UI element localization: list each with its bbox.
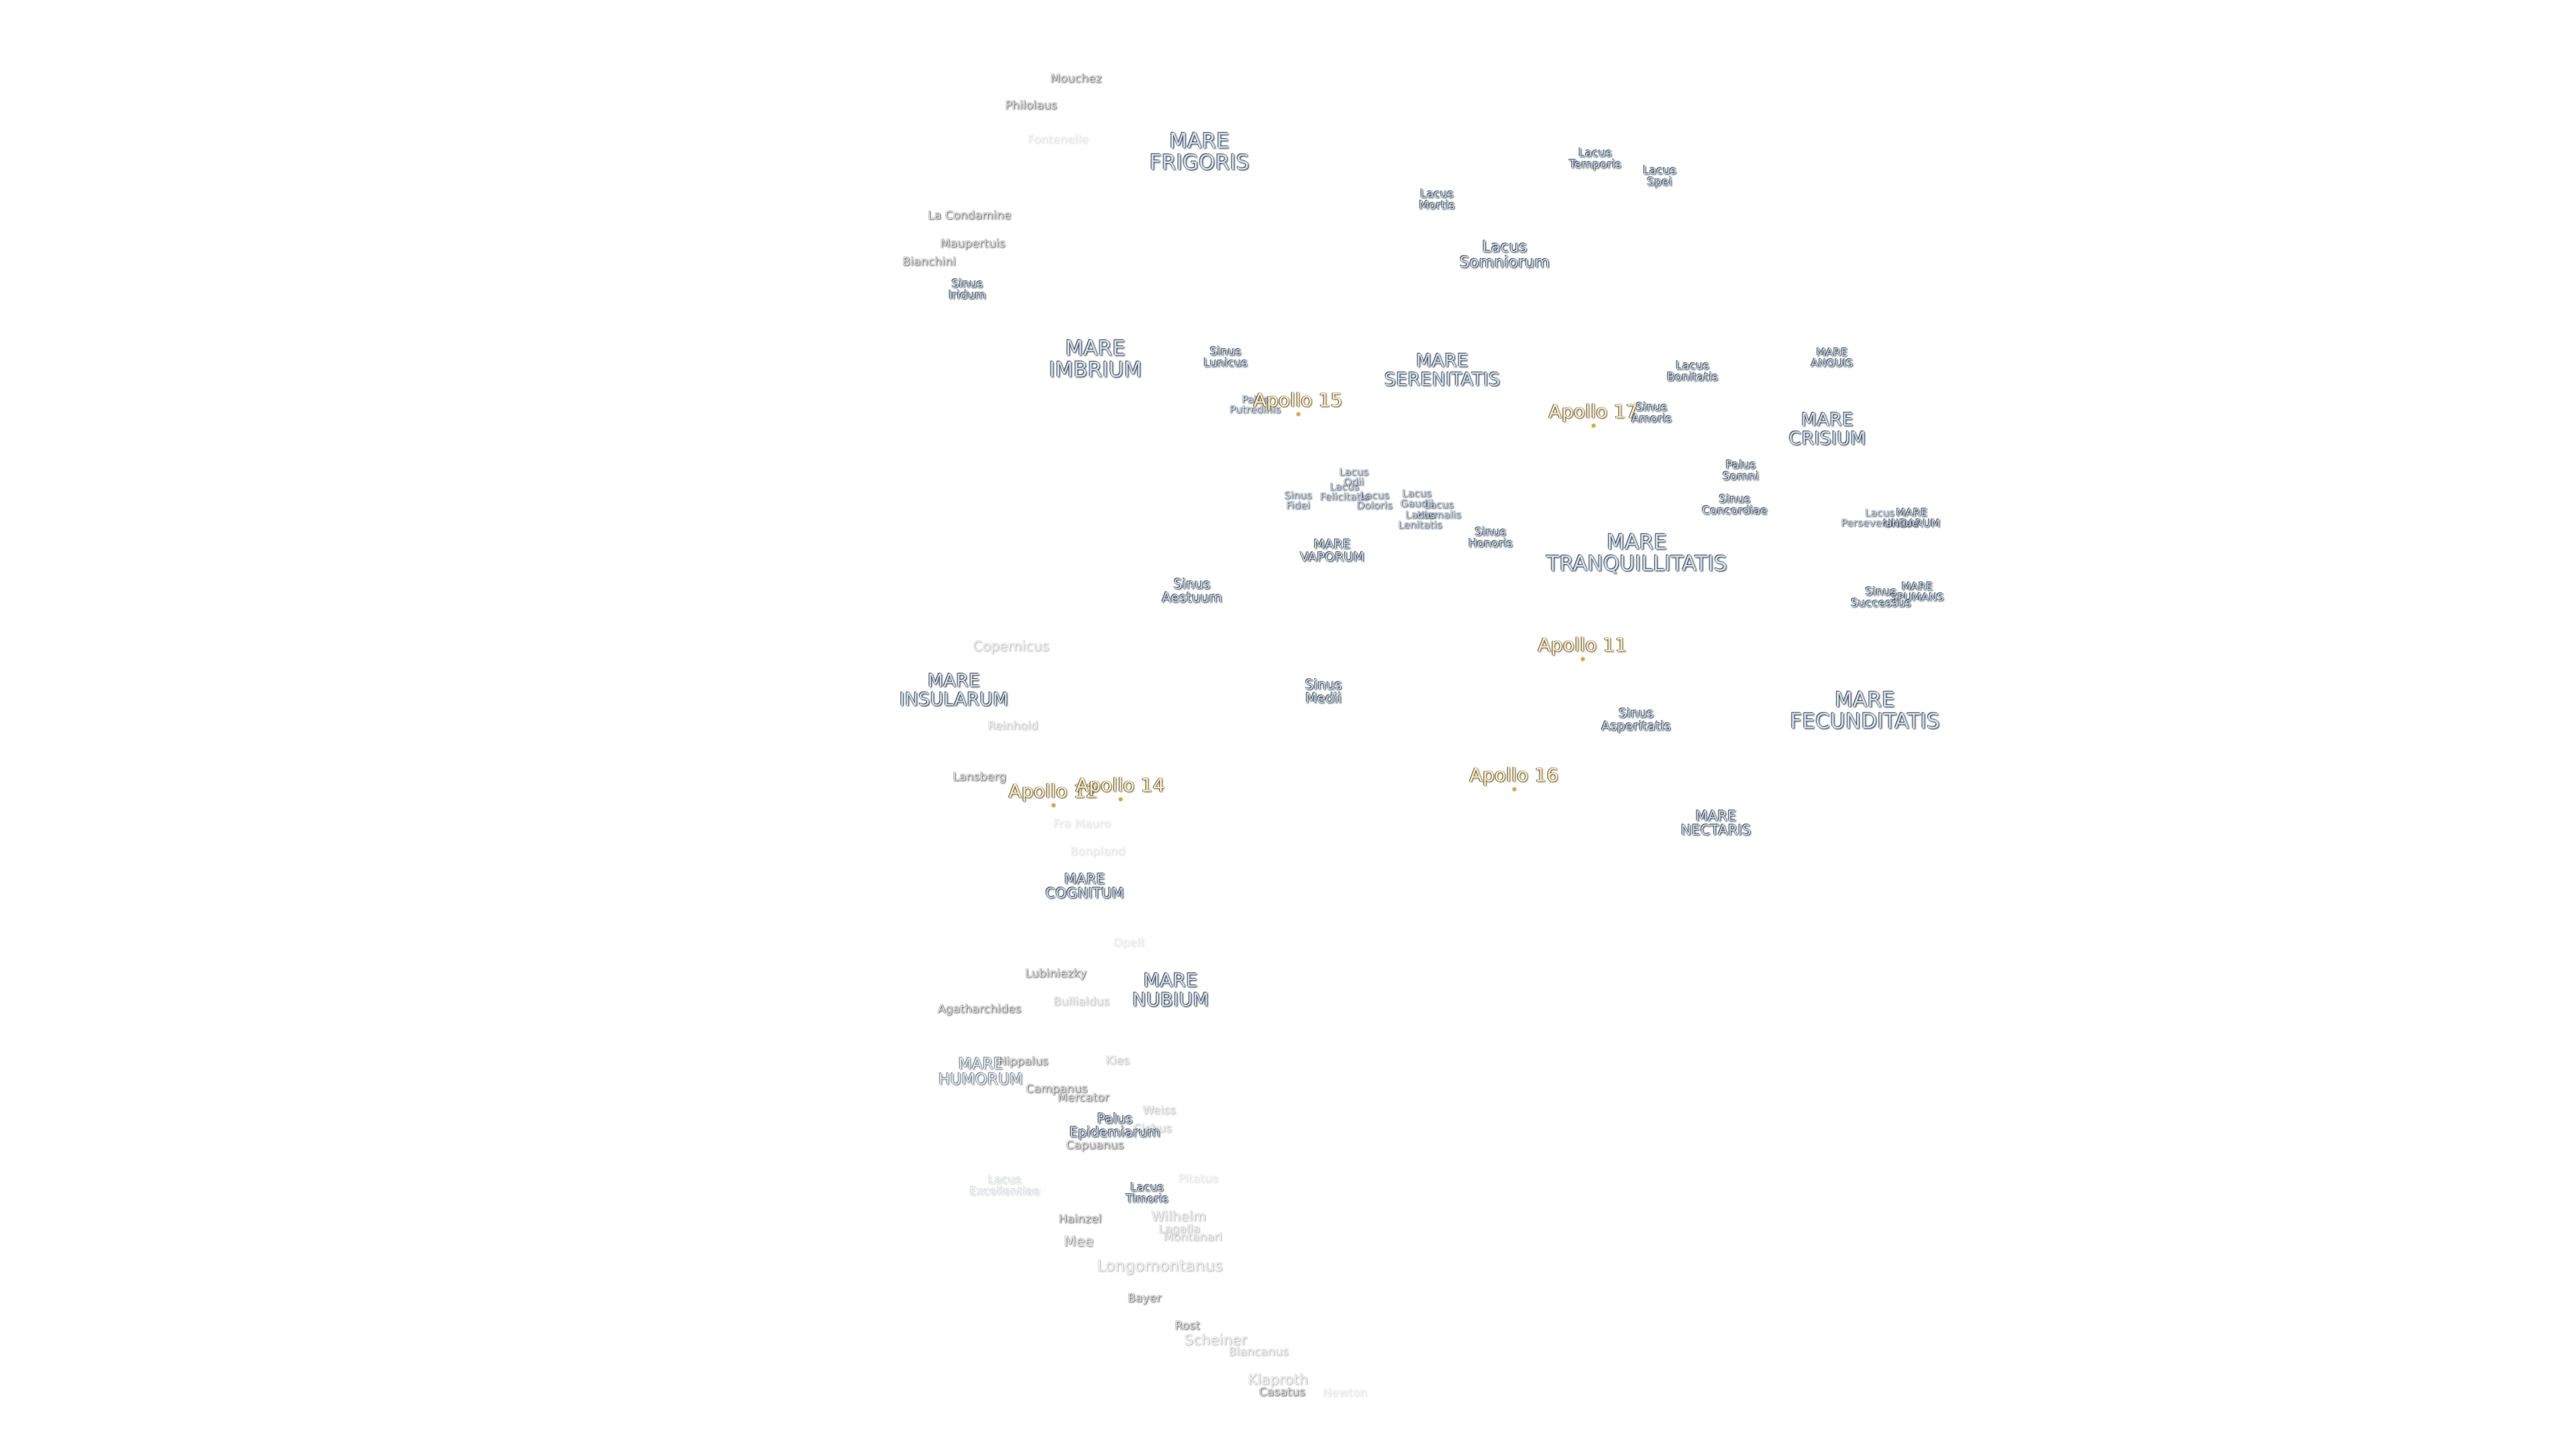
- sinus-iridum-label: Sinus Iridum: [948, 277, 987, 303]
- mare-nubium-label: MARE NUBIUM: [1132, 969, 1210, 1010]
- crater-wilhelm-label: Wilhelm: [1151, 1208, 1206, 1224]
- mare-insularum-label: MARE INSULARUM: [899, 670, 1009, 710]
- apollo-16-marker: [1513, 788, 1516, 791]
- mare-cognitum-label: MARE COGNITUM: [1045, 871, 1124, 902]
- crater-lagalla-label: Lagalla: [1158, 1222, 1201, 1236]
- apollo-14-label: Apollo 14: [1075, 773, 1165, 796]
- lacus-odii-label: Lacus Odii: [1338, 466, 1369, 488]
- crater-la-condamine-label: La Condamine: [927, 209, 1012, 223]
- crater-bianchini-label: Bianchini: [902, 255, 956, 269]
- crater-mee-label: Mee: [1063, 1233, 1094, 1250]
- lacus-gaudii-label: Lacus Gaudii: [1400, 487, 1434, 510]
- crater-longomontanus-label: Longomontanus: [1097, 1257, 1223, 1275]
- crater-agatharchides-label: Agatharchides: [937, 1002, 1022, 1016]
- apollo-16-label: Apollo 16: [1469, 763, 1559, 786]
- crater-bayer-label: Bayer: [1127, 1291, 1162, 1305]
- apollo-15-label: Apollo 15: [1253, 388, 1343, 411]
- crater-reinhold-label: Reinhold: [987, 719, 1038, 733]
- crater-campanus-label: Campanus: [1025, 1082, 1088, 1096]
- crater-pitatus-label: Pitatus: [1178, 1172, 1218, 1186]
- sinus-asperitatis-label: Sinus Asperitatis: [1601, 706, 1671, 734]
- crater-hainzel-label: Hainzel: [1058, 1212, 1102, 1226]
- crater-weiss-label: Weiss: [1142, 1104, 1176, 1118]
- sinus-aestuum-label: Sinus Aestuum: [1161, 576, 1223, 606]
- mare-humorum-label: MARE HUMORUM: [938, 1055, 1024, 1089]
- mare-frigoris-label: MARE FRIGORIS: [1149, 129, 1250, 174]
- crater-lubiniezky-label: Lubiniezky: [1025, 967, 1087, 981]
- lacus-perseverantiae-label: Lacus Perseverantiae: [1841, 506, 1919, 529]
- crater-montanari-label: Montanari: [1163, 1230, 1222, 1244]
- sinus-medii-label: Sinus Medii: [1305, 676, 1342, 706]
- mare-serenitatis-label: MARE SERENITATIS: [1384, 350, 1501, 390]
- palus-putredinis-label: Palus Putredinis: [1229, 393, 1281, 416]
- crater-mercator-label: Mercator: [1057, 1091, 1110, 1105]
- crater-newton-label: Newton: [1322, 1386, 1368, 1400]
- sinus-honoris-label: Sinus Honoris: [1468, 525, 1513, 551]
- lacus-timoris-label: Lacus Timoris: [1126, 1181, 1169, 1206]
- sinus-amoris-label: Sinus Amoris: [1631, 400, 1672, 426]
- mare-crisium-label: MARE CRISIUM: [1788, 409, 1866, 449]
- crater-philolaus-label: Philolaus: [1005, 99, 1057, 113]
- crater-casatus-label: Casatus: [1258, 1385, 1305, 1399]
- palus-somni-label: Palus Somni: [1722, 458, 1760, 484]
- crater-copernicus-label: Copernicus: [973, 637, 1049, 654]
- lacus-felicitatis-label: Lacus Felicitatis: [1320, 480, 1369, 503]
- crater-klaproth-label: Klaproth: [1248, 1371, 1308, 1388]
- palus-epidemiarum-label: Palus Epidemiarum: [1069, 1110, 1161, 1140]
- apollo-12-label: Apollo 12: [1008, 780, 1098, 802]
- mare-undarum-label: MARE UNDARUM: [1883, 506, 1941, 530]
- sinus-successus-label: Sinus Successus: [1851, 585, 1911, 610]
- lacus-lenitatis-label: Lacus Lenitatis: [1398, 508, 1442, 531]
- crater-bullialdus-label: Bullialdus: [1053, 995, 1110, 1009]
- mare-fecunditatis-label: MARE FECUNDITATIS: [1790, 688, 1940, 733]
- lacus-temporis-label: Lacus Temporis: [1569, 146, 1621, 172]
- lacus-doloris-label: Lacus Doloris: [1356, 489, 1393, 512]
- lacus-excellentiae-label: Lacus Excellentiae: [969, 1173, 1040, 1199]
- crater-fra-mauro-label: Fra Mauro: [1053, 817, 1112, 831]
- apollo-17-label: Apollo 17: [1548, 400, 1638, 423]
- apollo-11-label: Apollo 11: [1538, 633, 1627, 656]
- crater-blancanus-label: Blancanus: [1228, 1345, 1289, 1359]
- lacus-spei-label: Lacus Spei: [1643, 164, 1676, 189]
- crater-bonpland-label: Bonpland: [1070, 845, 1125, 859]
- lacus-somniorum-label: Lacus Somniorum: [1459, 238, 1550, 272]
- sinus-lunicus-label: Sinus Lunicus: [1203, 345, 1248, 370]
- crater-lansberg-label: Lansberg: [953, 770, 1006, 784]
- sinus-fidei-label: Sinus Fidei: [1284, 489, 1312, 512]
- crater-fontenelle-label: Fontenelle: [1027, 133, 1089, 147]
- lacus-hiemalis-label: Lacus Hiemalis: [1416, 498, 1462, 521]
- mare-imbrium-label: MARE IMBRIUM: [1049, 336, 1142, 382]
- mare-nectaris-label: MARE NECTARIS: [1680, 808, 1752, 839]
- crater-maupertuis-label: Maupertuis: [940, 237, 1006, 251]
- sinus-concordiae-label: Sinus Concordiae: [1702, 492, 1768, 518]
- lacus-mortis-label: Lacus Mortis: [1419, 187, 1455, 213]
- apollo-17-marker: [1592, 424, 1595, 427]
- crater-capuanus-label: Capuanus: [1065, 1138, 1124, 1152]
- mare-tranquillitatis-label: MARE TRANQUILLITATIS: [1546, 530, 1727, 576]
- apollo-11-marker: [1581, 657, 1585, 661]
- mare-anguis-label: MARE ANGUIS: [1811, 345, 1854, 370]
- crater-mouchez-label: Mouchez: [1050, 72, 1102, 86]
- apollo-12-marker: [1052, 804, 1055, 807]
- crater-cichus-label: Cichus: [1133, 1122, 1172, 1136]
- mare-spumans-label: MARE SPUMANS: [1890, 580, 1944, 604]
- crater-scheiner-label: Scheiner: [1184, 1332, 1247, 1348]
- crater-kies-label: Kies: [1106, 1054, 1130, 1068]
- crater-rost-label: Rost: [1175, 1319, 1200, 1333]
- apollo-15-marker: [1297, 413, 1300, 416]
- lacus-bonitatis-label: Lacus Bonitatis: [1666, 359, 1719, 384]
- crater-opelt-label: Opelt: [1113, 936, 1145, 950]
- apollo-14-marker: [1119, 798, 1122, 801]
- mare-vaporum-label: MARE VAPORUM: [1299, 537, 1365, 565]
- crater-hippalus-label: Hippalus: [998, 1055, 1049, 1069]
